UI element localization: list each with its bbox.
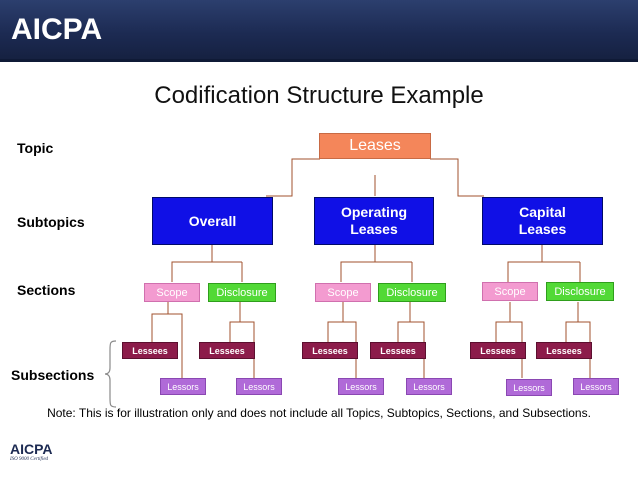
connector-overall-disclosure-subsections [229, 302, 241, 342]
connector-overall-sections [171, 245, 213, 282]
section-box-operating-scope: Scope [315, 283, 371, 302]
level-label-subtopics: Subtopics [17, 214, 85, 230]
subsection-box-operating-disclosure-lessors: Lessors [406, 378, 452, 395]
subsection-box-operating-disclosure-lessees: Lessees [370, 342, 426, 359]
connector-operating-sections [340, 245, 376, 282]
subsection-box-capital-scope-lessors: Lessors [506, 379, 552, 396]
header-bar: AICPA [0, 0, 638, 62]
connector-topic-capital [430, 158, 484, 197]
section-box-overall-scope: Scope [144, 283, 200, 302]
footer-aicpa-logo: AICPA [10, 441, 53, 457]
level-label-sections: Sections [17, 282, 76, 298]
subsection-box-overall-scope-lessees: Lessees [122, 342, 178, 359]
subsection-box-operating-scope-lessees: Lessees [302, 342, 358, 359]
subtopic-box-operating-leases: Operating Leases [314, 197, 434, 245]
subtopic-box-overall: Overall [152, 197, 273, 245]
section-box-overall-disclosure: Disclosure [208, 283, 276, 302]
footer-logo: AICPA ISO 9000 Certified [10, 442, 62, 470]
section-box-operating-disclosure: Disclosure [378, 283, 446, 302]
subsection-box-overall-disclosure-lessees: Lessees [199, 342, 255, 359]
subsection-box-capital-disclosure-lessees: Lessees [536, 342, 592, 359]
connector-topic-overall [266, 158, 320, 197]
connector-capital-scope-subsections [495, 302, 511, 342]
subsection-box-overall-disclosure-lessors: Lessors [236, 378, 282, 395]
section-box-capital-scope: Scope [482, 282, 538, 301]
subsection-box-capital-scope-lessees: Lessees [470, 342, 526, 359]
aicpa-logo: AICPA [11, 13, 103, 46]
footnote: Note: This is for illustration only and … [47, 406, 591, 420]
connector-overall-scope-subsections [151, 302, 169, 342]
connector-operating-scope-subsections [327, 302, 344, 342]
topic-box-leases: Leases [319, 133, 431, 159]
connector-capital-disclosure-subsections [565, 302, 579, 342]
subtopic-box-capital-leases: Capital Leases [482, 197, 603, 245]
curly-brace-icon [104, 340, 117, 408]
connector-operating-disclosure-subsections [397, 302, 411, 342]
subsection-box-operating-scope-lessors: Lessors [338, 378, 384, 395]
level-label-subsections: Subsections [11, 367, 95, 383]
connector-capital-sections [507, 245, 543, 282]
section-box-capital-disclosure: Disclosure [546, 282, 614, 301]
subsection-box-capital-disclosure-lessors: Lessors [573, 378, 619, 395]
level-label-topic: Topic [17, 140, 54, 156]
page-title: Codification Structure Example [154, 82, 484, 109]
subsection-box-overall-scope-lessors: Lessors [160, 378, 206, 395]
footer-certification: ISO 9000 Certified [10, 457, 49, 462]
